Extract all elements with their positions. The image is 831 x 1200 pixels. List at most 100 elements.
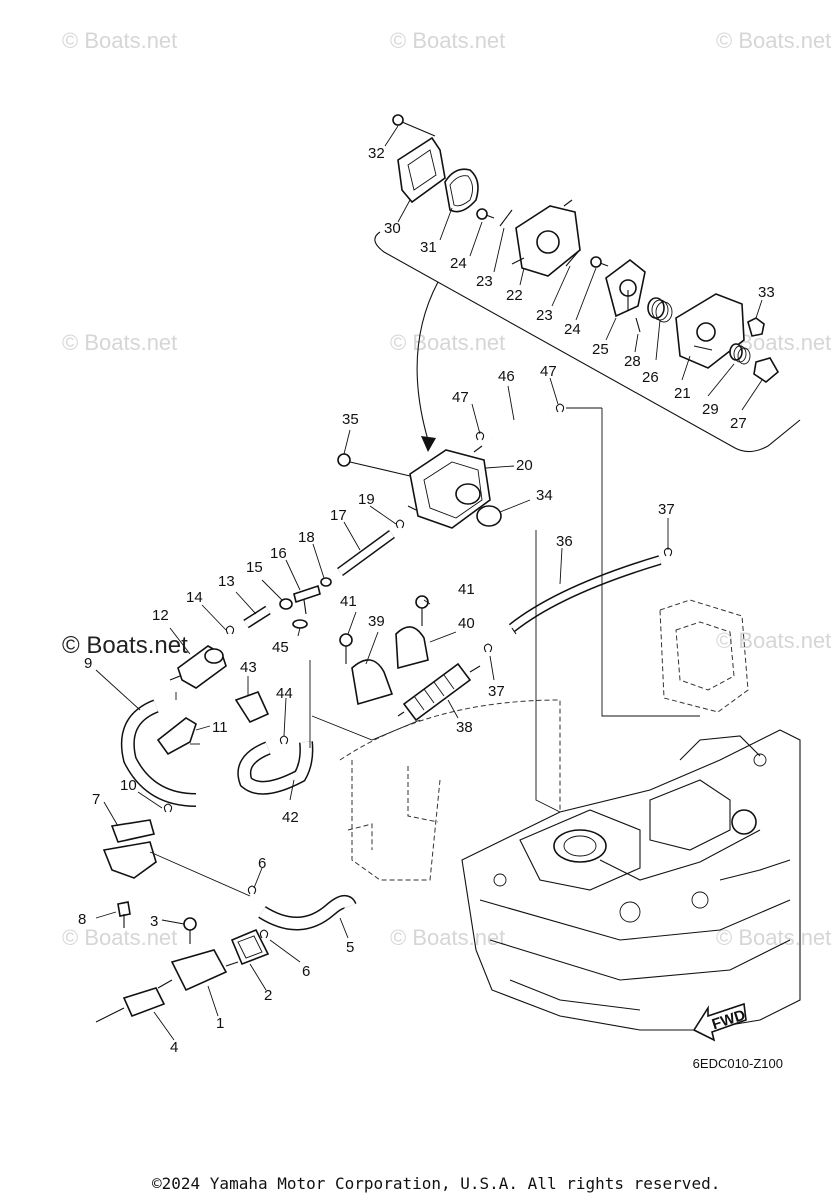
callout-43: 43 (240, 659, 257, 676)
callout-37b: 37 (488, 683, 505, 700)
joint-16-icon (293, 584, 321, 615)
engine-block (461, 729, 801, 1031)
gasket-31-icon (444, 168, 479, 213)
callout-labels: 32 30 31 24 23 22 23 24 25 28 26 2 1 29 2… (78, 145, 775, 1056)
callout-13: 13 (218, 573, 235, 590)
callout-2: 2 (264, 987, 272, 1004)
pump-body-22-icon (511, 199, 581, 277)
callout-24b: 24 (564, 321, 581, 338)
callout-12: 12 (152, 607, 169, 624)
callout-38: 38 (456, 719, 473, 736)
diagram-code: 6EDC010-Z100 (692, 1056, 783, 1071)
spring-26-icon (647, 297, 673, 323)
watermark: © Boats.net (62, 925, 178, 950)
clip-14-icon (225, 625, 235, 635)
clip-44-icon (279, 735, 289, 745)
callout-10: 10 (120, 777, 137, 794)
callout-3: 3 (150, 913, 158, 930)
callout-41b: 41 (458, 581, 475, 598)
callout-45: 45 (272, 639, 289, 656)
engine-ghost-outline (339, 699, 561, 881)
diaphragm-25-icon (605, 258, 646, 318)
callout-29: 29 (702, 401, 719, 418)
watermark: © Boats.net (390, 330, 506, 355)
callout-15: 15 (246, 559, 263, 576)
connector-4-icon (95, 987, 166, 1023)
callout-47: 47 (452, 389, 469, 406)
callout-22: 22 (506, 287, 523, 304)
o-ring-34-icon (476, 505, 502, 527)
fuel-filter-12-icon (169, 645, 227, 689)
callout-23: 23 (476, 273, 493, 290)
callout-46: 46 (498, 368, 515, 385)
callout-32: 32 (368, 145, 385, 162)
callout-6: 6 (258, 855, 266, 872)
callout-6b: 6 (302, 963, 310, 980)
clip-45-icon (292, 619, 308, 629)
callout-9: 9 (84, 655, 92, 672)
clip-6-icon (247, 885, 257, 895)
callout-37: 37 (658, 501, 675, 518)
clamp-40-icon (395, 626, 429, 670)
callout-1: 1 (216, 1015, 224, 1032)
callout-26: 26 (642, 369, 659, 386)
callout-16: 16 (270, 545, 287, 562)
callout-34: 34 (536, 487, 553, 504)
screw-24b-icon (590, 256, 609, 268)
callout-25: 25 (592, 341, 609, 358)
bolt-35-icon (337, 453, 411, 477)
callout-42: 42 (282, 809, 299, 826)
callout-28: 28 (624, 353, 641, 370)
fitting-18-icon (320, 577, 332, 587)
bolt-41b-icon (415, 595, 429, 626)
clip-19-icon (395, 519, 405, 529)
watermark: © Boats.net (716, 628, 831, 653)
callout-33: 33 (758, 284, 775, 301)
fuel-pump-20-icon (407, 445, 491, 529)
watermark: © Boats.net (62, 28, 178, 53)
watermark-strong: © Boats.net (62, 632, 188, 659)
nut-33-icon (747, 317, 765, 337)
screw-24-icon (476, 208, 495, 220)
callout-30: 30 (384, 220, 401, 237)
copyright-notice: ©2024 Yamaha Motor Corporation, U.S.A. A… (152, 1174, 721, 1193)
callout-14: 14 (186, 589, 203, 606)
watermark: © Boats.net (716, 28, 831, 53)
cap-27-icon (753, 357, 780, 383)
callout-4: 4 (170, 1039, 178, 1056)
pin-28-icon (635, 317, 641, 333)
callout-35: 35 (342, 411, 359, 428)
callout-24: 24 (450, 255, 467, 272)
callout-39: 39 (368, 613, 385, 630)
bolt-41-icon (339, 633, 353, 664)
callout-27: 27 (730, 415, 747, 432)
callout-20: 20 (516, 457, 533, 474)
gasket-2-icon (230, 928, 270, 966)
clip-15-icon (279, 598, 293, 610)
watermark: © Boats.net (390, 28, 506, 53)
callout-23b: 23 (536, 307, 553, 324)
leader-lines (95, 125, 763, 1041)
fuel-filter-38-icon (397, 662, 481, 722)
bolt-3-icon (183, 917, 197, 944)
clip-6b-icon (259, 929, 269, 939)
callout-47b: 47 (540, 363, 557, 380)
clip-43-icon (234, 690, 270, 724)
callout-31: 31 (420, 239, 437, 256)
fwd-arrow-icon: FWD (692, 1002, 748, 1042)
callout-7: 7 (92, 791, 100, 808)
clip-47-icon (475, 431, 485, 441)
carburetor-outline (659, 599, 749, 713)
bracket-39-icon (351, 659, 394, 706)
callout-40: 40 (458, 615, 475, 632)
watermark: © Boats.net (390, 925, 506, 950)
callout-19: 19 (358, 491, 375, 508)
callout-8: 8 (78, 911, 86, 928)
clip-11-icon (156, 717, 197, 756)
callout-18: 18 (298, 529, 315, 546)
fuel-connector-1-icon (157, 949, 239, 992)
callout-17: 17 (330, 507, 347, 524)
pin-23b-icon (565, 251, 579, 267)
